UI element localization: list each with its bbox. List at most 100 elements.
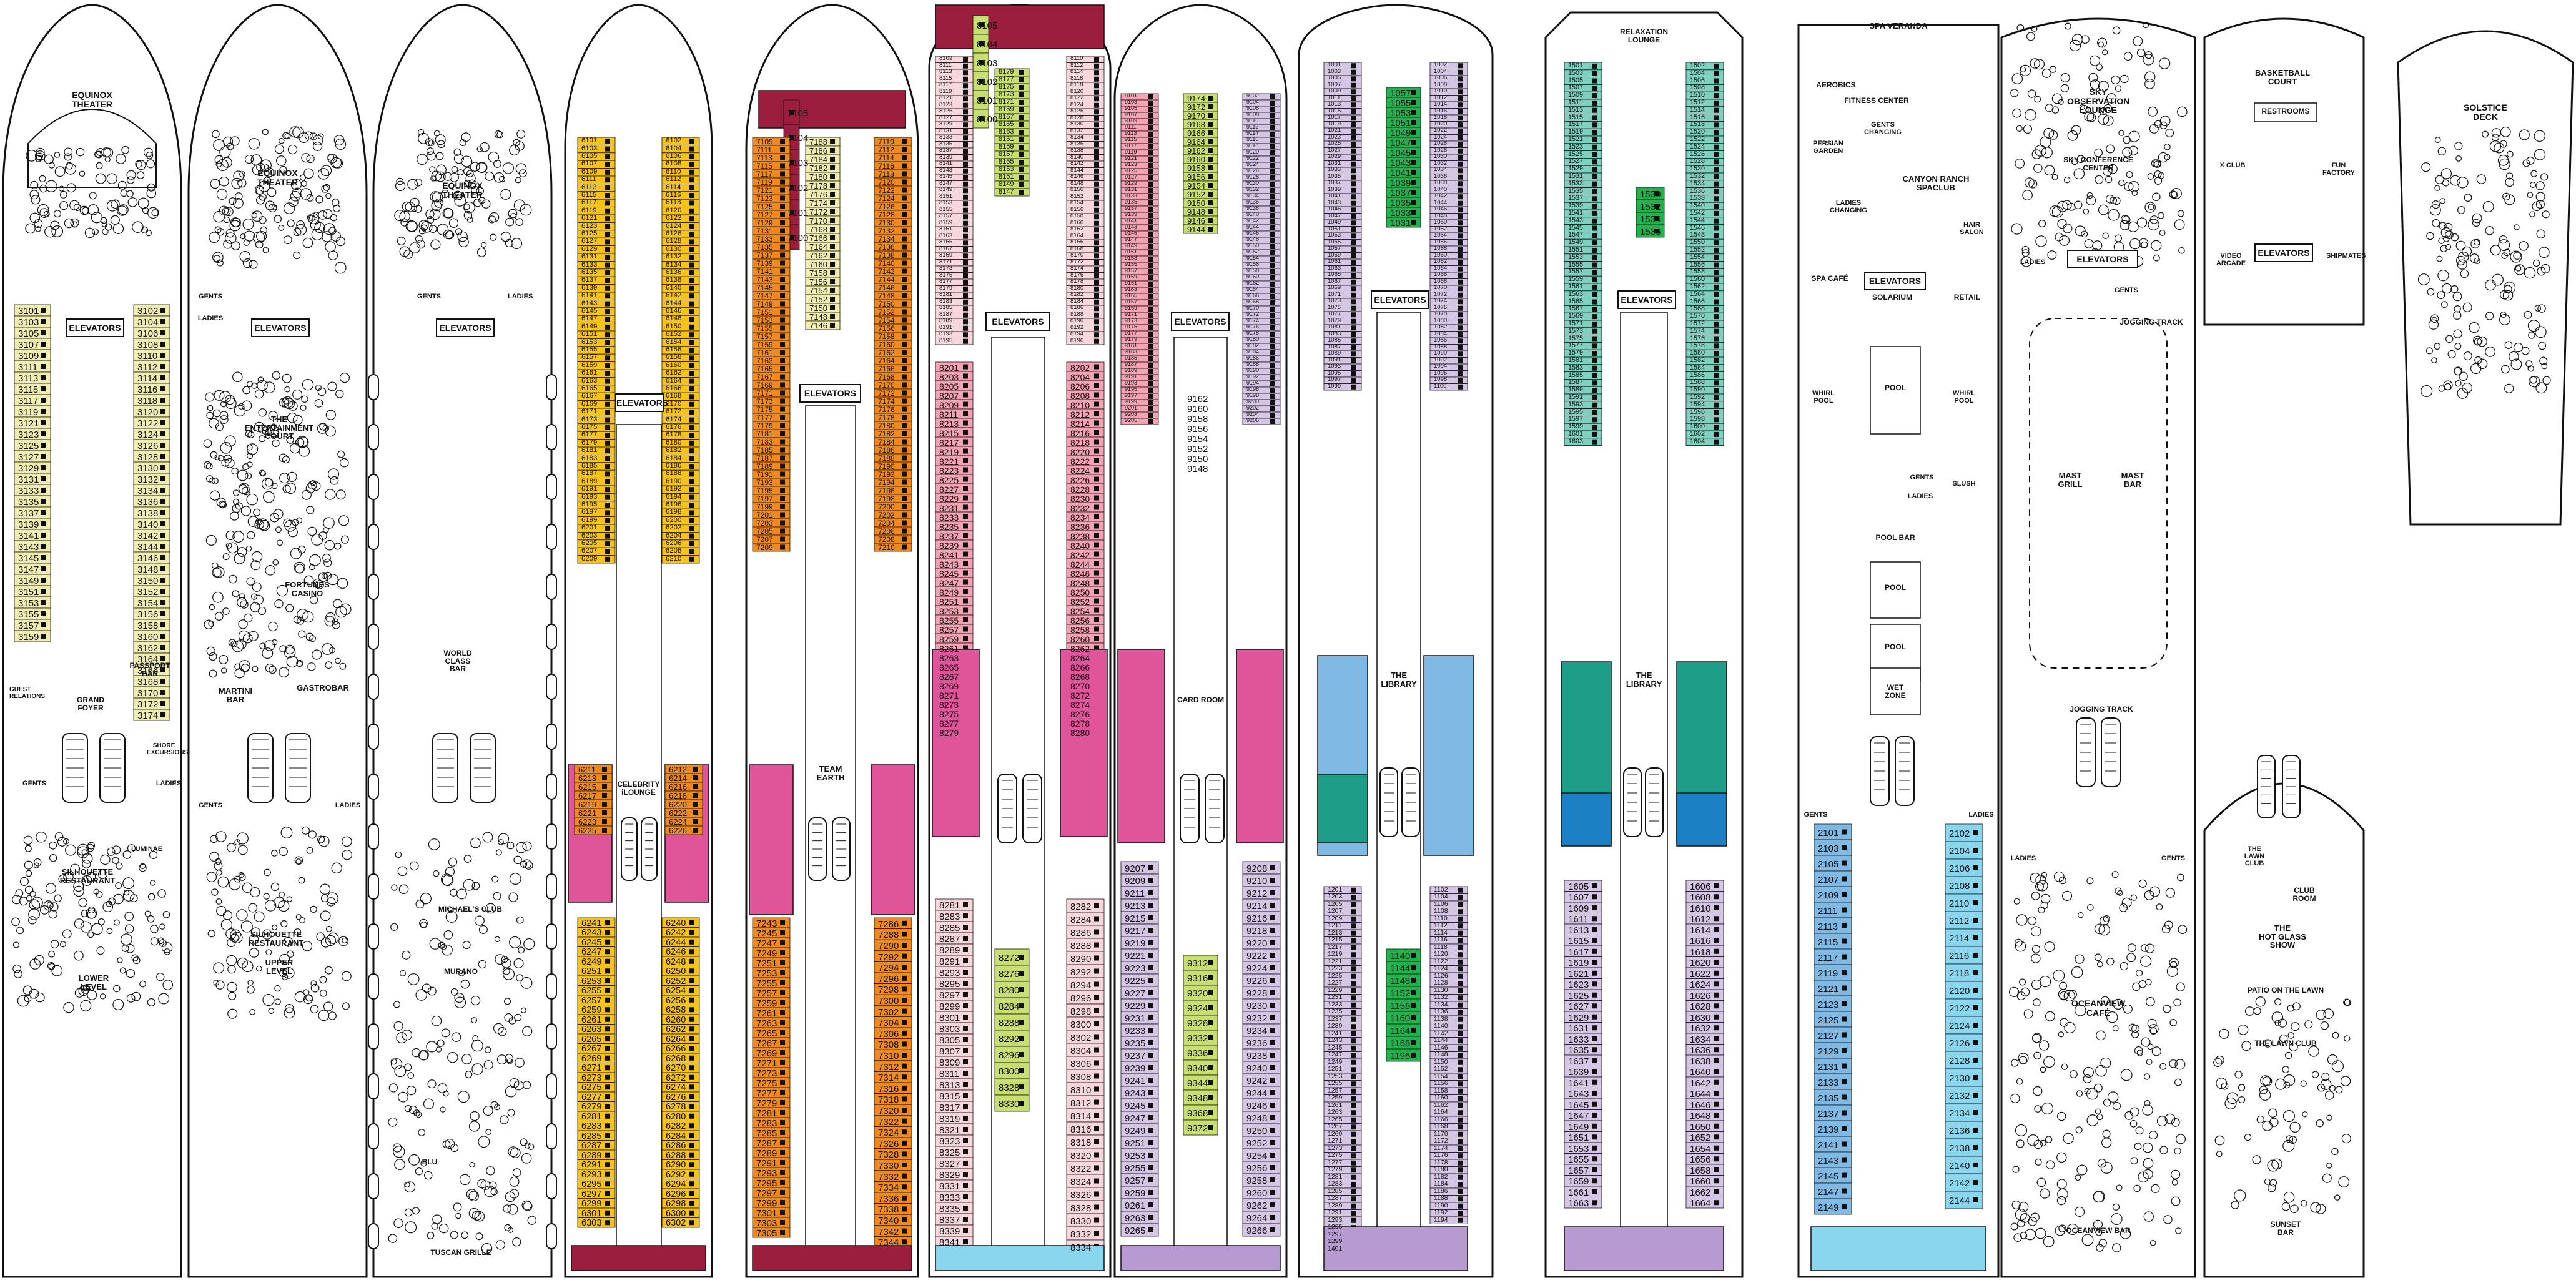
cabin-number[interactable]: 3129 — [18, 463, 39, 474]
cabin-number[interactable]: 3146 — [137, 553, 159, 564]
cabin-number[interactable]: 8135 — [939, 140, 953, 147]
cabin-number[interactable]: 8111 — [939, 61, 952, 69]
cabin-number[interactable]: 6250 — [666, 966, 686, 977]
cabin-number[interactable]: 7159 — [756, 340, 773, 349]
cabin-number[interactable]: 6274 — [666, 1083, 686, 1093]
cabin-number[interactable]: 7167 — [756, 372, 773, 381]
cabin-number[interactable]: 6128 — [666, 237, 682, 245]
cabin-number[interactable]: 7297 — [756, 1188, 777, 1199]
cabin-number[interactable]: 7153 — [756, 315, 773, 325]
cabin-number[interactable]: 7176 — [809, 190, 827, 199]
cabin-number[interactable]: 7320 — [878, 1106, 899, 1116]
cabin-number[interactable]: 7166 — [809, 233, 827, 243]
cabin-number[interactable]: 7206 — [878, 526, 895, 536]
cabin-number[interactable]: 3130 — [137, 463, 159, 474]
cabin-number[interactable]: 8183 — [939, 297, 953, 305]
cabin-number[interactable]: 8109 — [939, 55, 953, 62]
cabin-number[interactable]: 3115 — [18, 385, 39, 395]
cabin-number[interactable]: 7259 — [756, 998, 777, 1009]
cabin-number[interactable]: 7145 — [756, 283, 773, 292]
cabin-number[interactable]: 6292 — [666, 1169, 686, 1180]
cabin-number[interactable]: 6277 — [581, 1092, 602, 1103]
cabin-number[interactable]: 7334 — [878, 1182, 899, 1194]
cabin-number[interactable]: 7169 — [756, 380, 773, 390]
cabin-number[interactable]: 6193 — [581, 493, 598, 501]
cabin-number[interactable]: 6147 — [581, 315, 598, 323]
cabin-number[interactable]: 6106 — [666, 152, 682, 160]
cabin-number[interactable]: 8163 — [939, 232, 953, 239]
cabin-number[interactable]: 6195 — [581, 501, 598, 508]
cabin-number[interactable]: 3157 — [18, 621, 39, 631]
cabin-number[interactable]: 6109 — [581, 167, 598, 175]
cabin-number[interactable]: 6131 — [581, 253, 598, 261]
cabin-number[interactable]: 6189 — [581, 477, 598, 485]
cabin-number[interactable]: 7291 — [756, 1158, 777, 1169]
cabin-number[interactable]: 7191 — [756, 469, 773, 479]
cabin-number[interactable]: 6132 — [666, 253, 682, 261]
cabin-number[interactable]: 7154 — [809, 286, 827, 295]
cabin-number[interactable]: 6214 — [669, 774, 687, 783]
cabin-number[interactable]: 3110 — [137, 351, 158, 361]
cabin-number[interactable]: 7184 — [878, 437, 895, 446]
cabin-number[interactable]: 7133 — [756, 234, 773, 243]
cabin-number[interactable]: 6160 — [666, 361, 682, 369]
cabin-number[interactable]: 6182 — [666, 446, 682, 455]
cabin-number[interactable]: 6207 — [581, 547, 598, 555]
cabin-number[interactable]: 6146 — [666, 307, 682, 315]
cabin-number[interactable]: 6285 — [581, 1131, 602, 1141]
cabin-number[interactable]: 7172 — [878, 388, 895, 398]
cabin-number[interactable]: 6194 — [666, 493, 682, 501]
cabin-number[interactable]: 6172 — [666, 408, 682, 416]
cabin-number[interactable]: 7150 — [809, 303, 827, 313]
cabin-number[interactable]: 8115 — [939, 74, 952, 82]
cabin-number[interactable]: 6240 — [666, 918, 686, 928]
cabin-number[interactable]: 3102 — [137, 306, 159, 317]
cabin-number[interactable]: 6254 — [666, 986, 686, 996]
cabin-number[interactable]: 7130 — [878, 218, 895, 227]
cabin-number[interactable]: 7174 — [809, 199, 827, 208]
cabin-number[interactable]: 6284 — [666, 1131, 686, 1141]
cabin-number[interactable]: 6178 — [666, 431, 682, 439]
cabin-number[interactable]: 6192 — [666, 485, 682, 493]
cabin-number[interactable]: 7103 — [787, 158, 809, 169]
cabin-number[interactable]: 7285 — [756, 1128, 777, 1139]
cabin-number[interactable]: 7271 — [756, 1058, 777, 1069]
cabin-number[interactable]: 7157 — [756, 332, 773, 341]
cabin-number[interactable]: 6121 — [581, 214, 598, 222]
cabin-number[interactable]: 8127 — [939, 114, 953, 121]
cabin-number[interactable]: 7132 — [878, 226, 895, 235]
cabin-number[interactable]: 6217 — [578, 791, 596, 800]
cabin-number[interactable]: 6245 — [581, 937, 602, 948]
cabin-number[interactable]: 6223 — [578, 817, 596, 827]
cabin-number[interactable]: 6196 — [666, 501, 682, 508]
cabin-number[interactable]: 6174 — [666, 415, 682, 423]
cabin-number[interactable]: 3126 — [137, 441, 159, 451]
cabin-number[interactable]: 3119 — [18, 407, 39, 418]
cabin-number[interactable]: 3155 — [18, 609, 39, 620]
cabin-number[interactable]: 6191 — [581, 485, 598, 493]
cabin-number[interactable]: 3172 — [137, 699, 159, 710]
cabin-number[interactable]: 7185 — [756, 445, 773, 455]
cabin-number[interactable]: 6301 — [581, 1208, 602, 1219]
cabin-number[interactable]: 6126 — [666, 230, 682, 237]
cabin-number[interactable]: 3139 — [18, 519, 39, 530]
cabin-number[interactable]: 7263 — [756, 1018, 777, 1029]
cabin-number[interactable]: 7273 — [756, 1068, 777, 1079]
cabin-number[interactable]: 3116 — [137, 385, 158, 395]
cabin-number[interactable]: 7202 — [878, 510, 895, 519]
cabin-number[interactable]: 3158 — [137, 621, 159, 631]
cabin-number[interactable]: 7279 — [756, 1098, 777, 1109]
cabin-number[interactable]: 6208 — [666, 547, 682, 555]
cabin-number[interactable]: 7138 — [878, 250, 895, 260]
cabin-number[interactable]: 7203 — [756, 518, 773, 528]
cabin-number[interactable]: 6244 — [666, 937, 686, 948]
cabin-number[interactable]: 6259 — [581, 1005, 602, 1016]
cabin-number[interactable]: 6220 — [669, 800, 687, 809]
cabin-number[interactable]: 6216 — [669, 782, 687, 792]
cabin-number[interactable]: 6101 — [581, 137, 598, 145]
cabin-number[interactable]: 7332 — [878, 1171, 899, 1182]
cabin-number[interactable]: 6186 — [666, 462, 682, 469]
cabin-number[interactable]: 7294 — [878, 963, 899, 974]
cabin-number[interactable]: 3136 — [137, 497, 159, 508]
cabin-number[interactable]: 6187 — [581, 469, 598, 478]
